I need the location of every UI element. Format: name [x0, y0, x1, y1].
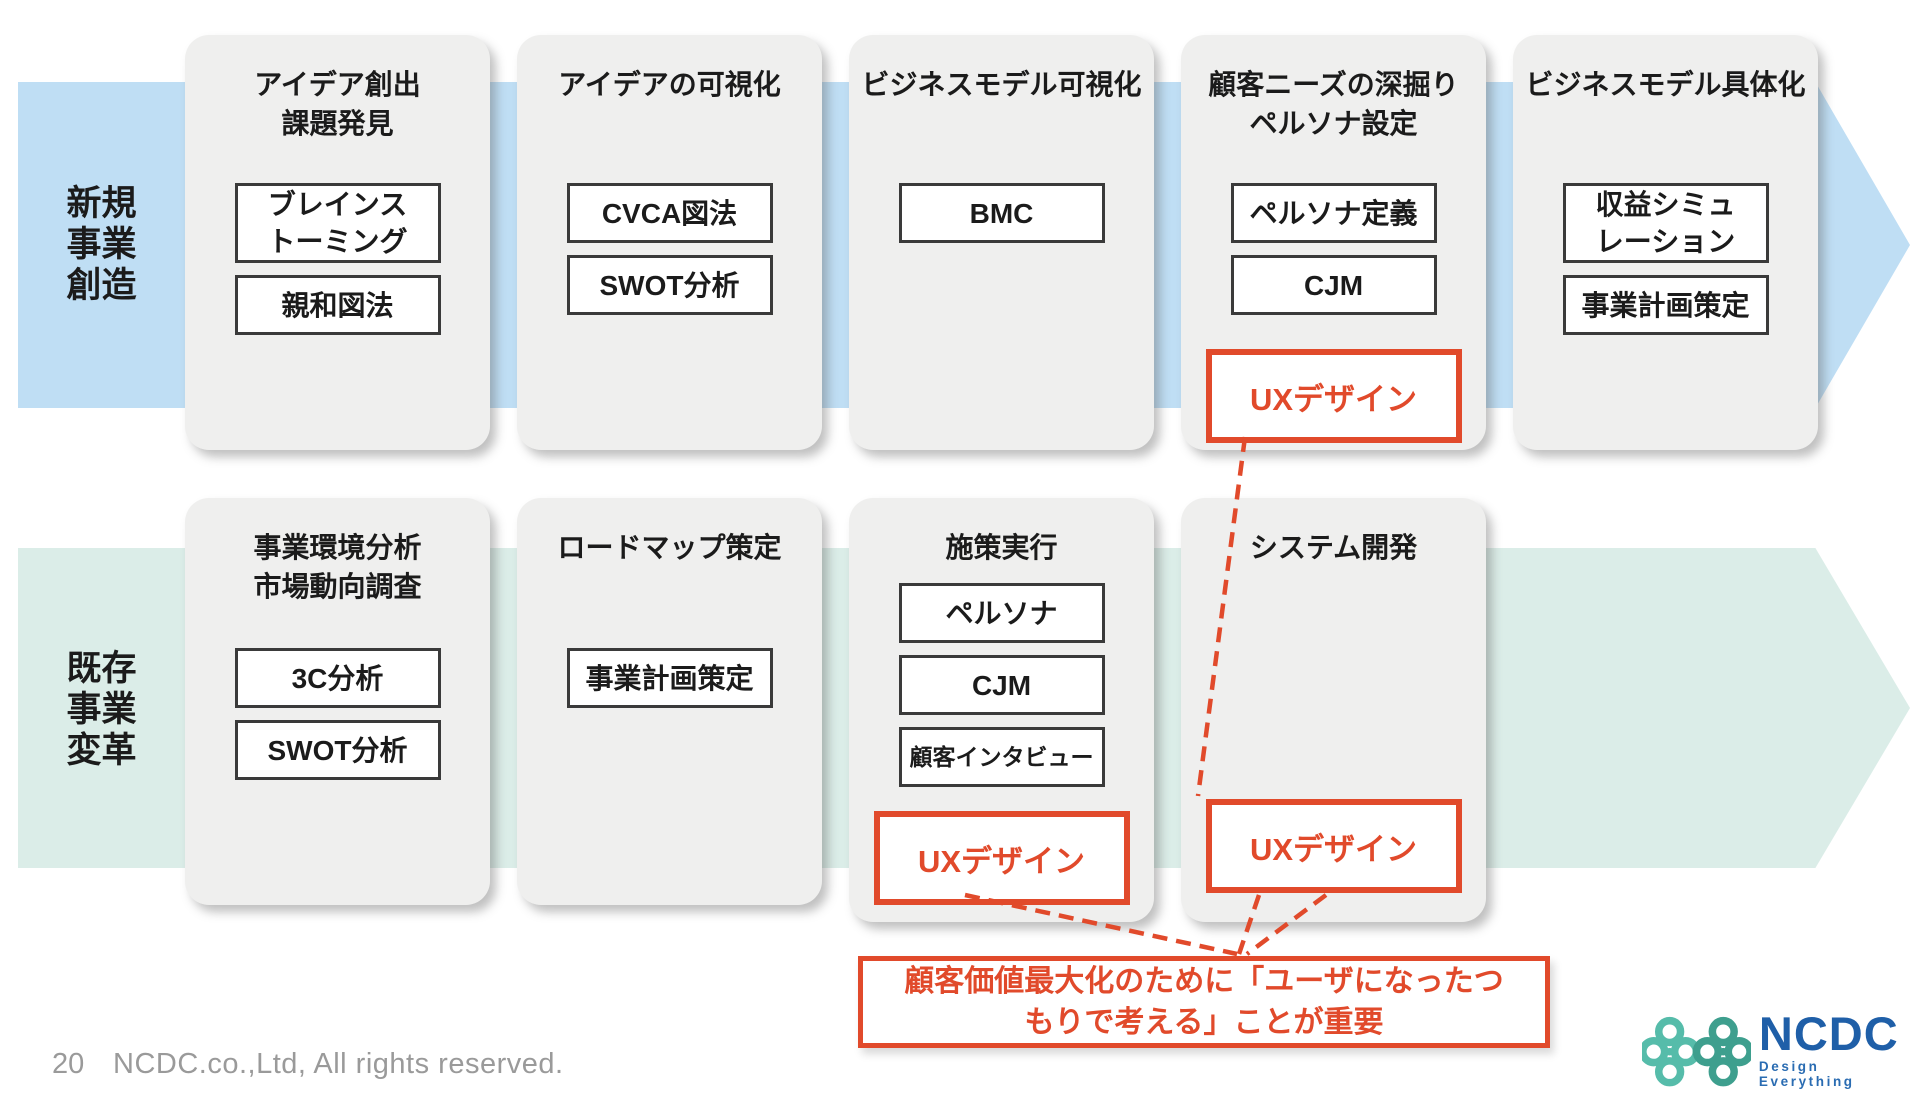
card-title: 施策実行 [945, 532, 1058, 563]
logo-wordmark: NCDC [1758, 1007, 1899, 1060]
method-box: SWOT分析 [234, 720, 441, 780]
card-title: 顧客ニーズの深掘り ペルソナ設定 [1208, 69, 1459, 139]
card-title: ビジネスモデル可視化 [861, 69, 1142, 100]
method-box: ペルソナ定義 [1230, 183, 1437, 243]
card-title: システム開発 [1249, 532, 1418, 563]
card-measure-execution: 施策実行 ペルソナ CJM 顧客インタビュー UXデザイン [849, 498, 1154, 922]
method-box: ペルソナ [898, 583, 1105, 643]
lane-label-new-business: 新規 事業 創造 [66, 184, 137, 305]
card-system-development: システム開発 UXデザイン [1181, 498, 1486, 922]
copyright-text: NCDC.co.,Ltd, All rights reserved. [113, 1048, 564, 1080]
card-customer-needs-persona: 顧客ニーズの深掘り ペルソナ設定 ペルソナ定義 CJM UXデザイン [1181, 35, 1486, 450]
page-number: 20 [52, 1048, 85, 1080]
card-title: アイデア創出 課題発見 [254, 69, 421, 139]
logo-tagline: Design Everything [1758, 1059, 1855, 1089]
method-box: CJM [898, 655, 1105, 715]
card-title: ロードマップ策定 [557, 532, 782, 563]
method-box: BMC [898, 183, 1105, 243]
method-box: 親和図法 [234, 275, 441, 335]
method-box: ブレインス トーミング [234, 183, 441, 263]
method-box: 事業計画策定 [566, 648, 773, 708]
card-roadmap-planning: ロードマップ策定 事業計画策定 [517, 498, 822, 905]
key-message-box: 顧客価値最大化のために「ユーザになったつ もりで考える」ことが重要 [858, 956, 1550, 1048]
method-box: 3C分析 [234, 648, 441, 708]
card-idea-visualization: アイデアの可視化 CVCA図法 SWOT分析 [517, 35, 822, 450]
method-box: 事業計画策定 [1562, 275, 1769, 335]
method-box: 顧客インタビュー [898, 727, 1105, 787]
method-box: 収益シミュ レーション [1562, 183, 1769, 263]
card-title: アイデアの可視化 [558, 69, 781, 100]
card-title: 事業環境分析 市場動向調査 [253, 532, 422, 602]
card-business-model-concretization: ビジネスモデル具体化 収益シミュ レーション 事業計画策定 [1513, 35, 1818, 450]
method-box: CVCA図法 [566, 183, 773, 243]
clover-knot-icon [1642, 1016, 1751, 1087]
ux-design-box: UXデザイン [1205, 799, 1462, 893]
card-title: ビジネスモデル具体化 [1525, 69, 1806, 100]
ncdc-logo: NCDC Design Everything [1642, 1008, 1920, 1092]
method-box: SWOT分析 [566, 255, 773, 315]
ux-design-box: UXデザイン [873, 811, 1130, 905]
card-idea-creation: アイデア創出 課題発見 ブレインス トーミング 親和図法 [185, 35, 490, 450]
lane-label-existing-business: 既存 事業 変革 [66, 649, 137, 770]
ux-design-box: UXデザイン [1205, 349, 1462, 443]
card-business-environment-analysis: 事業環境分析 市場動向調査 3C分析 SWOT分析 [185, 498, 490, 905]
method-box: CJM [1230, 255, 1437, 315]
card-business-model-visualization: ビジネスモデル可視化 BMC [849, 35, 1154, 450]
